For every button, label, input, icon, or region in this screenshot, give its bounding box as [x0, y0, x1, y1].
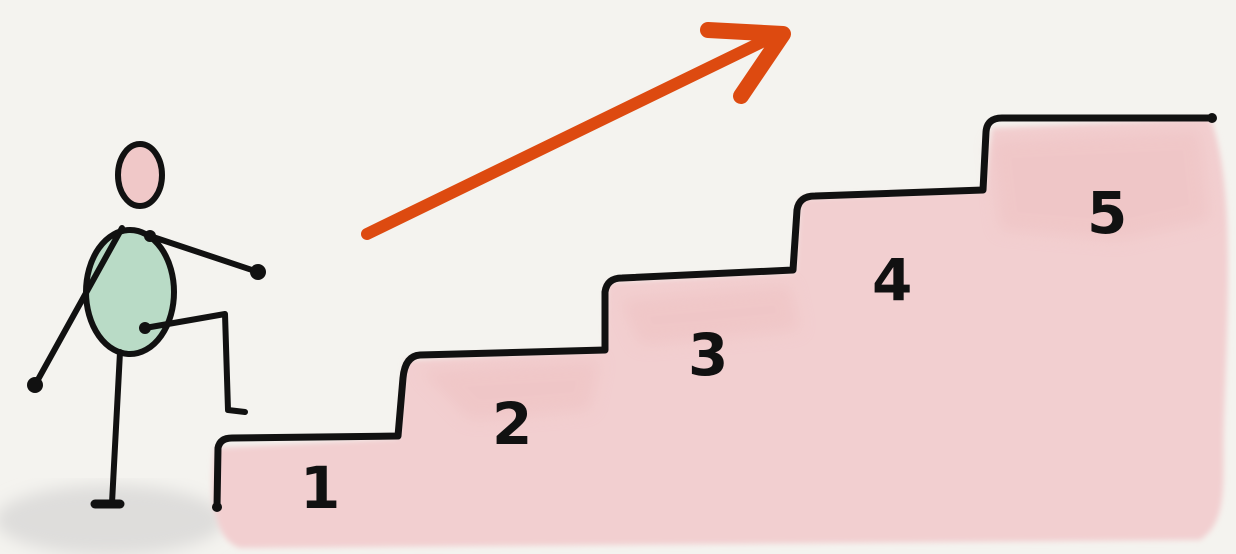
figure-head	[115, 141, 165, 209]
step-label-4: 4	[872, 246, 912, 314]
stairs-fill-shade	[420, 130, 1210, 420]
stairs-end-dot	[1207, 113, 1217, 123]
step-label-1: 1	[300, 454, 340, 522]
stairs-start-dot	[212, 502, 222, 512]
up-right-arrow-icon	[361, 22, 791, 240]
step-label-5: 5	[1087, 179, 1127, 247]
step-label-3: 3	[688, 321, 728, 389]
ground-shadow	[0, 485, 225, 554]
stairs-outline	[213, 114, 1216, 511]
step-label-2: 2	[492, 390, 532, 458]
stick-figure-icon	[27, 141, 266, 509]
figure-body	[83, 227, 177, 357]
